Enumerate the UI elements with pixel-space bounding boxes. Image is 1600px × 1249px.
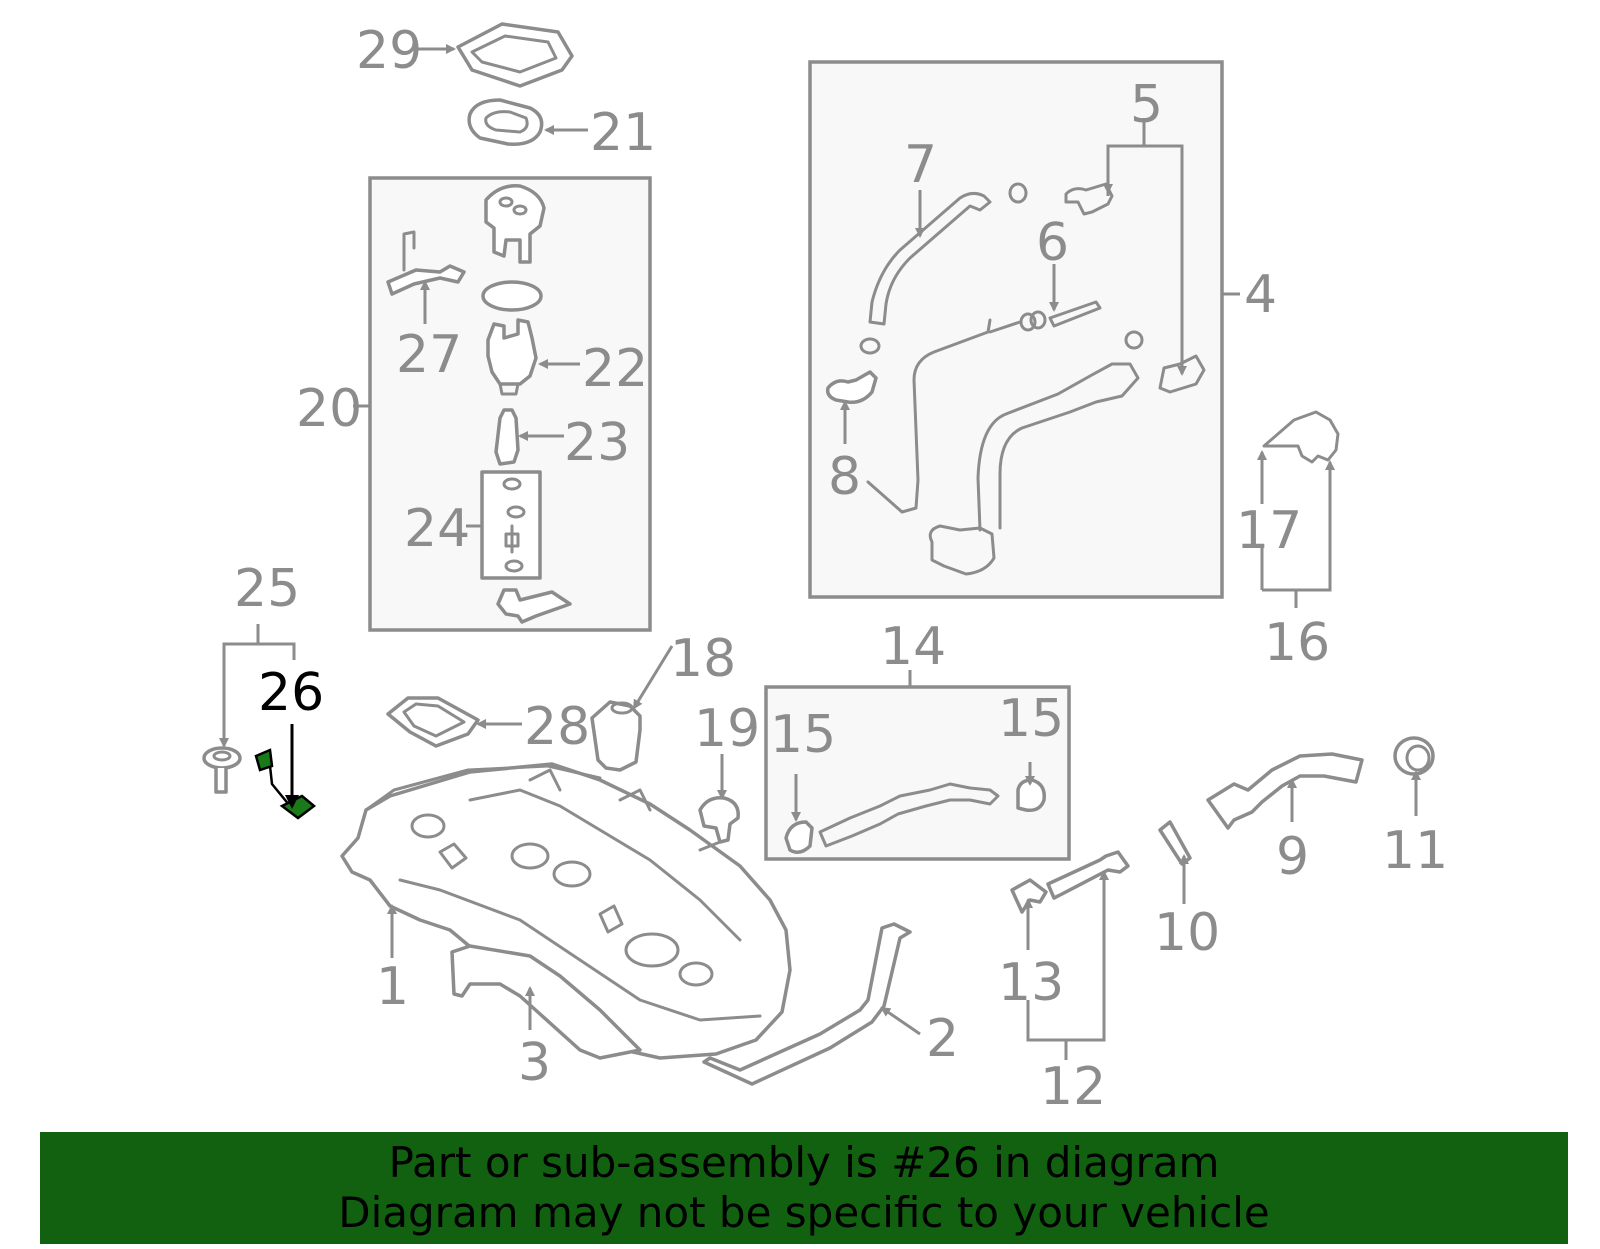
callout-15-right: 15 — [998, 689, 1064, 749]
hose-assembly-box — [764, 685, 1071, 861]
callout-29: 29 — [356, 21, 422, 81]
part-9-hose — [1206, 752, 1364, 830]
callout-6: 6 — [1036, 213, 1069, 273]
callout-23: 23 — [564, 413, 630, 473]
banner-line-2: Diagram may not be specific to your vehi… — [338, 1188, 1270, 1237]
part-16-fuel-lid — [1262, 410, 1340, 464]
part-14-hose — [784, 778, 1046, 854]
callout-numbers: 29 21 20 27 22 23 24 5 7 6 4 8 17 16 25 … — [234, 21, 1448, 1117]
callout-7: 7 — [904, 135, 937, 195]
callout-10: 10 — [1154, 903, 1220, 963]
callout-13: 13 — [998, 953, 1064, 1013]
callout-11: 11 — [1382, 821, 1448, 881]
callout-2: 2 — [926, 1009, 959, 1069]
callout-17: 17 — [1236, 501, 1302, 561]
part-29-cover — [456, 22, 574, 88]
part-21-gasket — [467, 98, 544, 146]
callout-28: 28 — [524, 697, 590, 757]
part-4-filler-pipe-components — [825, 182, 1206, 576]
part-26-highlighted-clip — [254, 748, 317, 820]
callout-19: 19 — [694, 699, 760, 759]
part-1-fuel-tank — [340, 762, 792, 1060]
part-20-pump-components — [386, 184, 572, 624]
part-10-clip — [1158, 820, 1192, 866]
callout-12: 12 — [1040, 1057, 1106, 1117]
leader-lines — [219, 44, 1421, 1060]
callout-27: 27 — [396, 325, 462, 385]
part-19-grommet — [698, 796, 740, 844]
callout-22: 22 — [582, 339, 648, 399]
callout-15-left: 15 — [770, 705, 836, 765]
part-28-pad — [386, 696, 480, 748]
filler-pipe-assembly-box — [808, 60, 1224, 599]
callout-1: 1 — [376, 957, 409, 1017]
callout-5: 5 — [1130, 75, 1163, 135]
callout-25: 25 — [234, 559, 300, 619]
part-3-pad — [450, 944, 642, 1060]
callout-3: 3 — [518, 1033, 551, 1093]
callout-9: 9 — [1276, 827, 1309, 887]
callout-20: 20 — [296, 379, 362, 439]
banner-line-1: Part or sub-assembly is #26 in diagram — [388, 1138, 1220, 1187]
callout-8: 8 — [828, 447, 861, 507]
part-11-cap — [1393, 736, 1435, 776]
callout-14: 14 — [880, 617, 946, 677]
info-banner: Part or sub-assembly is #26 in diagram D… — [40, 1132, 1568, 1244]
callout-24: 24 — [404, 499, 470, 559]
callout-26-highlighted: 26 — [258, 663, 324, 723]
part-12-bracket — [1046, 850, 1130, 900]
callout-4: 4 — [1244, 265, 1277, 325]
part-13-clip — [1010, 878, 1048, 914]
part-18-valve — [590, 700, 642, 772]
part-2-strap — [702, 922, 912, 1086]
callout-18: 18 — [670, 629, 736, 689]
exploded-parts-diagram: 29 21 20 27 22 23 24 5 7 6 4 8 17 16 25 … — [202, 21, 1448, 1117]
callout-16: 16 — [1264, 613, 1330, 673]
callout-21: 21 — [590, 103, 656, 163]
part-25-bolt — [202, 746, 242, 794]
